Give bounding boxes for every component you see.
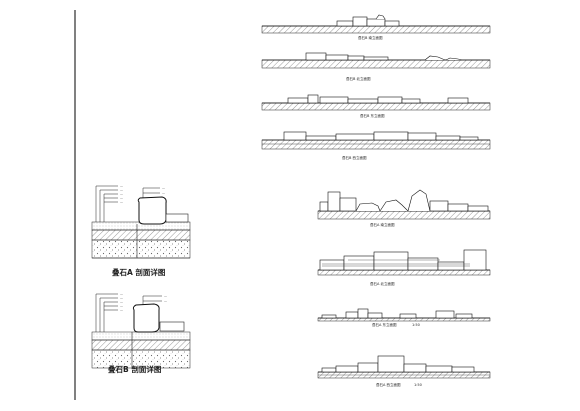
detail-a-curb (165, 213, 189, 223)
elevation-5: 叠石A 南立面图 (317, 189, 491, 227)
svg-text:—: — (162, 186, 165, 190)
elevation-2-caption: 叠石B 北立面图 (346, 76, 371, 81)
elevation-6: 叠石A 北立面图 (317, 249, 491, 286)
elevation-4: 叠石B 西立面图 (261, 131, 491, 160)
elevation-4-caption: 叠石B 西立面图 (342, 155, 367, 160)
detail-b-caption: 叠石B 剖面详图 (108, 364, 162, 374)
detail-a-rock (137, 196, 167, 225)
elevation-7-caption: 叠石A 东立面图 (372, 322, 397, 327)
elevation-2-rocks (305, 52, 463, 61)
svg-text:—: — (120, 304, 123, 308)
elevation-8: 叠石A 西立面图 1:50 (317, 355, 491, 387)
detail-b-notes-left: — — — — — (120, 292, 123, 312)
detail-a-caption: 叠石A 剖面详图 (112, 267, 166, 277)
elevation-3-caption: 叠石B 东立面图 (360, 113, 385, 118)
svg-text:—: — (164, 299, 167, 303)
elevation-2: 叠石B 北立面图 (261, 52, 491, 81)
elevation-6-rocks (319, 249, 487, 271)
detail-a-notes-left: — — — — — (120, 184, 123, 204)
svg-text:—: — (120, 292, 123, 296)
detail-b-leaders (95, 293, 162, 332)
elevation-4-rocks (283, 131, 479, 141)
svg-text:—: — (120, 300, 123, 304)
elevation-1-rocks (336, 14, 400, 27)
elevation-5-rocks (319, 189, 489, 212)
svg-text:—: — (120, 184, 123, 188)
elevation-7-rocks (321, 308, 473, 319)
svg-text:—: — (162, 191, 165, 195)
svg-text:—: — (120, 188, 123, 192)
detail-a-base-layer (91, 229, 191, 241)
elevation-3-rocks (287, 94, 469, 104)
detail-b-gravel-layer (91, 349, 191, 369)
svg-text:—: — (120, 200, 123, 204)
elevation-7-scale: 1:50 (412, 323, 420, 327)
elevation-3: 叠石B 东立面图 (261, 94, 491, 118)
elevation-1-caption: 叠石B 南立面图 (358, 35, 383, 40)
detail-a-gravel-layer (91, 239, 191, 259)
elevation-8-caption: 叠石A 西立面图 (376, 382, 401, 387)
elevation-1: 叠石B 南立面图 (261, 14, 491, 40)
elevation-6-caption: 叠石A 北立面图 (370, 281, 395, 286)
detail-b-curb (159, 321, 185, 332)
detail-b-surface-layer (91, 331, 191, 341)
svg-text:—: — (164, 294, 167, 298)
elevation-5-caption: 叠石A 南立面图 (370, 222, 395, 227)
detail-b-base-layer (91, 339, 191, 351)
svg-text:—: — (120, 196, 123, 200)
svg-text:—: — (120, 308, 123, 312)
elevation-8-scale: 1:50 (414, 383, 422, 387)
elevation-7: 叠石A 东立面图 1:50 (317, 308, 491, 327)
svg-text:—: — (120, 296, 123, 300)
detail-b-notes-right: — — (164, 294, 167, 303)
section-detail-a: — — — — — — — — 叠石A 剖面详图 (91, 184, 191, 277)
svg-text:—: — (120, 192, 123, 196)
detail-b-rock (132, 303, 160, 333)
section-detail-b: — — — — — — — 叠石B 剖面详图 (91, 292, 191, 374)
elevation-8-rocks (321, 355, 475, 373)
